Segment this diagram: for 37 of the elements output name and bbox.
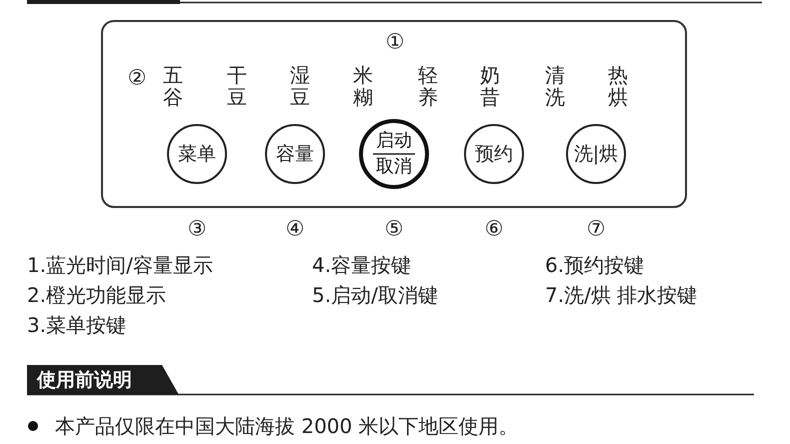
callout-number: ① — [386, 30, 404, 54]
button-label: 取消 — [376, 158, 412, 176]
round-button — [167, 124, 227, 184]
round-button — [265, 124, 325, 184]
button-label: 容量 — [276, 144, 314, 164]
callout-number: ⑥ — [484, 217, 504, 241]
button-label: 启动 — [376, 132, 412, 150]
button-label: 洗|烘 — [574, 144, 618, 164]
callout-number: ② — [128, 66, 146, 90]
function-label: 轻养 — [418, 64, 438, 108]
function-label: 湿豆 — [290, 64, 310, 108]
note-text: 本产品仅限在中国大陆海拔 2000 米以下地区使用。 — [55, 415, 519, 437]
key-item: 5.启动/取消键 — [312, 284, 438, 306]
callout-number: ④ — [286, 217, 304, 241]
button-label: 菜单 — [178, 144, 216, 164]
function-label: 干豆 — [227, 64, 247, 108]
section-heading: 使用前说明 — [37, 370, 132, 390]
callout-number: ③ — [188, 217, 206, 241]
key-item: 4.容量按键 — [312, 254, 412, 276]
key-item: 3.菜单按键 — [27, 314, 126, 336]
function-label: 米糊 — [353, 64, 373, 108]
key-item: 1.蓝光时间/容量显示 — [27, 254, 213, 276]
function-label: 五谷 — [163, 64, 183, 108]
key-item: 2.橙光功能显示 — [27, 284, 166, 306]
start-cancel-button — [359, 119, 429, 189]
round-button — [566, 124, 626, 184]
key-item: 6.预约按键 — [545, 254, 644, 276]
callout-number: ⑤ — [384, 217, 404, 241]
function-label: 奶昔 — [480, 64, 500, 108]
round-button — [464, 124, 524, 184]
button-label: 预约 — [475, 144, 513, 164]
callout-number: ⑦ — [586, 217, 606, 241]
section-heading-tab — [27, 365, 179, 395]
control-panel — [101, 20, 687, 208]
function-label: 热烘 — [608, 64, 628, 108]
function-label: 清洗 — [545, 64, 565, 108]
key-item: 7.洗/烘 排水按键 — [545, 284, 698, 306]
